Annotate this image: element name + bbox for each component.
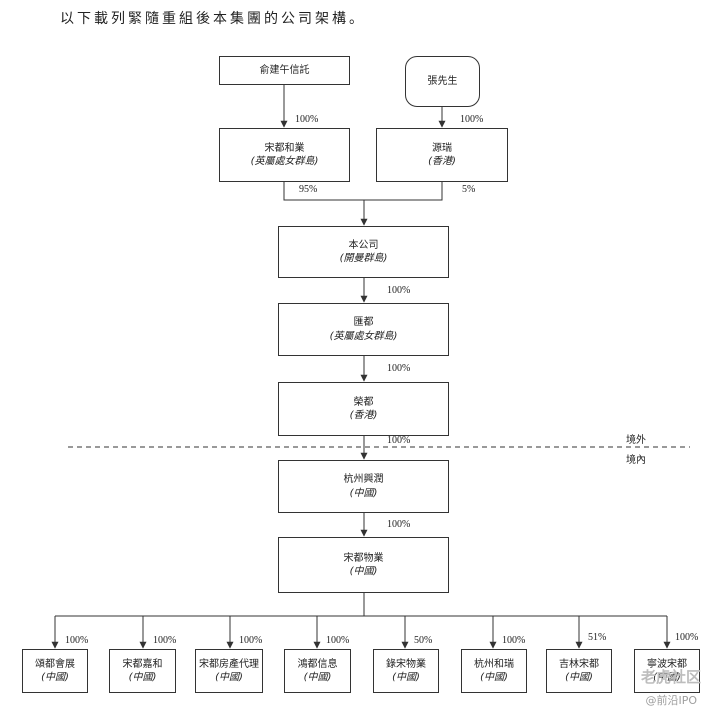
subsidiary-name: 杭州和瑞 <box>474 658 514 670</box>
pct-xingrun-to-wuye: 100% <box>387 519 411 530</box>
intro-text: 以下載列緊隨重組後本集團的公司架構。 <box>60 11 366 27</box>
subsidiary-pct: 100% <box>65 635 89 646</box>
subsidiary-name: 鴻都信息 <box>297 658 338 670</box>
entity-xingrun-jurisdiction: (中國) <box>349 487 378 499</box>
subsidiary-box: 錄宋物業 (中國) <box>373 649 439 693</box>
entity-heye: 宋都和業 (英屬處女群島) <box>219 128 350 182</box>
pct-company-to-huidu: 100% <box>387 285 411 296</box>
subsidiary-pct: 100% <box>502 635 526 646</box>
subsidiary-box: 吉林宋都 (中國) <box>546 649 612 693</box>
subsidiary-pct: 51% <box>588 632 607 643</box>
zone-onshore-label: 境內 <box>626 455 646 466</box>
subsidiary-jurisdiction: (中國) <box>215 672 243 683</box>
subsidiary-jurisdiction: (中國) <box>565 672 593 683</box>
subsidiary-jurisdiction: (中國) <box>41 672 69 683</box>
entity-huidu-jurisdiction: (英屬處女群島) <box>329 330 398 342</box>
subsidiary-pct: 50% <box>414 635 433 646</box>
entity-company: 本公司 (開曼群島) <box>278 226 449 278</box>
entity-mr-zhang: 張先生 <box>405 56 480 107</box>
entity-huidu: 匯都 (英屬處女群島) <box>278 303 449 356</box>
entity-wuye: 宋都物業 (中國) <box>278 537 449 593</box>
entity-heye-name: 宋都和業 <box>264 142 305 154</box>
entity-company-jurisdiction: (開曼群島) <box>339 253 388 264</box>
subsidiary-box: 杭州和瑞 (中國) <box>461 649 527 693</box>
pct-zhang-to-yuanrui: 100% <box>460 114 484 125</box>
subsidiary-pct: 100% <box>326 635 350 646</box>
entity-yingdu-jurisdiction: (香港) <box>349 410 378 421</box>
entity-xingrun: 杭州興潤 (中國) <box>278 460 449 513</box>
subsidiary-box: 宋都房產代理 (中國) <box>195 649 263 693</box>
entity-huidu-name: 匯都 <box>353 317 374 328</box>
subsidiary-pct: 100% <box>239 635 263 646</box>
subsidiary-pct: 100% <box>153 635 177 646</box>
subsidiary-jurisdiction: (中國) <box>128 672 157 683</box>
subsidiary-jurisdiction: (中國) <box>480 672 508 683</box>
subsidiary-jurisdiction: (中國) <box>303 672 332 683</box>
entity-yingdu: 榮都 (香港) <box>278 382 449 436</box>
entity-trust: 俞建午信託 <box>219 56 350 85</box>
zone-offshore-label: 境外 <box>626 435 646 446</box>
subsidiary-name: 頌都會展 <box>35 658 75 670</box>
subsidiary-pct: 100% <box>675 632 699 643</box>
entity-yuanrui-jurisdiction: (香港) <box>428 156 456 167</box>
subsidiary-name: 吉林宋都 <box>559 658 599 670</box>
watermark-text: 老虎社区 <box>640 668 701 686</box>
entity-wuye-jurisdiction: (中國) <box>349 566 378 577</box>
subsidiary-name: 宋都嘉和 <box>122 658 163 670</box>
subsidiary-box: 寧波宋都 (中國) <box>634 649 700 693</box>
entity-yuanrui: 源瑞 (香港) <box>376 128 508 182</box>
entity-yuanrui-name: 源瑞 <box>432 142 452 154</box>
entity-mr-zhang-name: 張先生 <box>427 75 458 87</box>
subsidiary-box: 頌都會展 (中國) <box>22 649 88 693</box>
pct-heye-to-company: 95% <box>299 184 318 195</box>
pct-trust-to-heye: 100% <box>295 114 319 125</box>
entity-xingrun-name: 杭州興潤 <box>343 474 384 485</box>
entity-trust-name: 俞建午信託 <box>259 64 310 76</box>
subsidiary-box: 鴻都信息 (中國) <box>284 649 351 693</box>
subsidiary-name: 宋都房產代理 <box>199 658 259 670</box>
subsidiary-name: 寧波宋都 <box>647 658 687 670</box>
pct-yuanrui-to-company: 5% <box>462 184 476 195</box>
entity-wuye-name: 宋都物業 <box>343 552 384 564</box>
watermark-handle: @前沿IPO <box>645 694 697 707</box>
pct-huidu-to-yingdu: 100% <box>387 363 411 374</box>
entity-heye-jurisdiction: (英屬處女群島) <box>250 156 319 167</box>
entity-yingdu-name: 榮都 <box>353 396 374 408</box>
subsidiary-box: 宋都嘉和 (中國) <box>109 649 176 693</box>
pct-yingdu-to-xingrun: 100% <box>387 435 411 446</box>
subsidiary-jurisdiction: (中國) <box>392 672 420 683</box>
entity-company-name: 本公司 <box>348 239 379 251</box>
subsidiary-jurisdiction: (中國) <box>653 672 681 683</box>
subsidiary-name: 錄宋物業 <box>386 658 426 670</box>
